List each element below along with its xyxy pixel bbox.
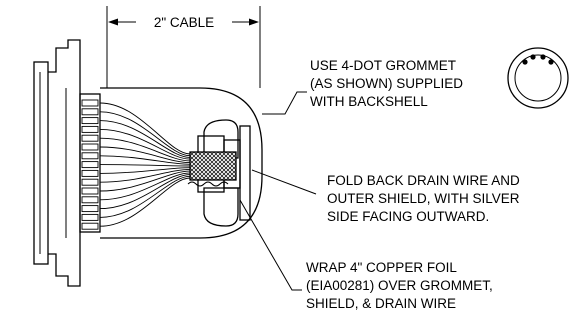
grommet-end-view xyxy=(507,47,569,109)
dimension-arrow-right xyxy=(249,18,259,26)
cable-wire xyxy=(99,102,191,155)
braid-hatch-line xyxy=(189,171,199,181)
braid-hatch-line xyxy=(233,177,237,181)
connector-pin xyxy=(81,152,99,160)
connector-flange xyxy=(33,61,49,265)
callout-wrap-line-3: SHIELD, & DRAIN WIRE xyxy=(306,296,456,311)
braid-hatch xyxy=(189,151,237,181)
connector-pin xyxy=(81,143,99,151)
leader-fold xyxy=(251,169,317,195)
connector-pin xyxy=(81,187,99,195)
pin-block xyxy=(79,93,101,233)
cable-wire xyxy=(99,172,191,201)
callout-grommet-line-1: USE 4-DOT GROMMET xyxy=(310,58,456,73)
grommet-lower-lobe xyxy=(203,187,239,227)
cable-wire xyxy=(99,168,191,183)
cable-wire xyxy=(99,164,191,167)
callout-grommet-line-3: WITH BACKSHELL xyxy=(310,94,428,109)
braid-hatch-line xyxy=(189,167,203,181)
braid-hatch-line xyxy=(189,175,195,181)
braid-hatch-line xyxy=(217,161,237,181)
cable-wires xyxy=(99,102,191,227)
cable-wire xyxy=(99,167,191,174)
braid-hatch-line xyxy=(217,151,237,171)
callout-wrap-line-1: WRAP 4" COPPER FOIL xyxy=(306,260,457,275)
end-plate xyxy=(239,125,251,221)
cable-wire xyxy=(99,155,191,165)
dimension-arrow-left xyxy=(108,18,118,26)
braid-hatch-line xyxy=(221,151,237,167)
braid-hatch-line xyxy=(189,155,215,181)
leader-lines xyxy=(239,91,317,291)
connector-pin xyxy=(81,125,99,133)
braid-hatch-line xyxy=(229,151,237,159)
braid-hatch-line xyxy=(225,151,237,163)
callout-fold-line-2: OUTER SHIELD, WITH SILVER xyxy=(327,191,520,206)
braid-hatch-line xyxy=(201,151,231,181)
grommet-inner-ring xyxy=(514,54,562,102)
cable-wire xyxy=(99,146,191,164)
connector-pin xyxy=(81,178,99,186)
grommet-assembly xyxy=(187,119,251,227)
cable-wire xyxy=(99,111,191,157)
callout-fold: FOLD BACK DRAIN WIRE AND OUTER SHIELD, W… xyxy=(327,173,520,224)
cable-wire xyxy=(99,174,191,210)
braid-hatch-line xyxy=(209,153,237,181)
cable-wire xyxy=(99,175,191,218)
outer-shield-braid xyxy=(189,151,237,181)
cable-wire xyxy=(99,170,191,192)
cable-length-dimension: 2" CABLE xyxy=(106,6,261,88)
connector-pin xyxy=(81,169,99,177)
callout-wrap: WRAP 4" COPPER FOIL (EIA00281) OVER GROM… xyxy=(306,260,493,311)
connector-shell xyxy=(48,39,81,287)
grommet-dot-2 xyxy=(530,54,536,60)
braid-hatch-line xyxy=(229,173,237,181)
braid-hatch-line xyxy=(233,151,237,155)
cable-wire xyxy=(99,128,191,160)
connector-pin xyxy=(81,117,99,125)
cable-wire xyxy=(99,137,191,162)
braid-hatch-line xyxy=(189,159,211,181)
braid-hatch-line xyxy=(221,165,237,181)
connector-pin xyxy=(81,161,99,169)
connector-body xyxy=(33,39,101,287)
callout-grommet: USE 4-DOT GROMMET (AS SHOWN) SUPPLIED WI… xyxy=(310,58,463,109)
grommet-dot-3 xyxy=(540,54,546,60)
braid-hatch-line xyxy=(189,163,207,181)
connector-pin xyxy=(81,196,99,204)
braid-hatch-line xyxy=(225,169,237,181)
dimension-label: 2" CABLE xyxy=(154,15,214,30)
cable-wire xyxy=(99,177,191,227)
connector-pins xyxy=(81,99,99,230)
braid-hatch-line xyxy=(213,151,237,175)
connector-pin xyxy=(81,222,99,230)
connector-pin xyxy=(81,213,99,221)
connector-pin xyxy=(81,108,99,116)
grommet-dot-4 xyxy=(548,59,554,65)
drain-wire xyxy=(187,181,229,187)
callout-fold-line-3: SIDE FACING OUTWARD. xyxy=(327,209,489,224)
grommet-upper-lobe xyxy=(203,119,239,159)
braid-hatch-line xyxy=(197,151,227,181)
callout-grommet-line-2: (AS SHOWN) SUPPLIED xyxy=(310,76,463,91)
connector-pin xyxy=(81,205,99,213)
callout-wrap-line-2: (EIA00281) OVER GROMMET, xyxy=(306,278,493,293)
grommet-dot-1 xyxy=(522,59,528,65)
leader-wrap xyxy=(239,199,302,291)
braid-hatch-line xyxy=(205,151,235,181)
braid-hatch-line xyxy=(213,157,237,181)
callout-fold-line-1: FOLD BACK DRAIN WIRE AND xyxy=(327,173,520,188)
braid-hatch-line xyxy=(209,151,237,179)
braid-hatch-line xyxy=(193,151,223,181)
backshell-outline xyxy=(100,87,263,239)
cable-wire xyxy=(99,120,191,158)
connector-pin xyxy=(81,134,99,142)
connector-pin xyxy=(81,99,99,107)
leader-grommet xyxy=(262,91,307,115)
braid-hatch-line xyxy=(189,151,219,181)
grommet-outer-ring xyxy=(507,47,569,109)
